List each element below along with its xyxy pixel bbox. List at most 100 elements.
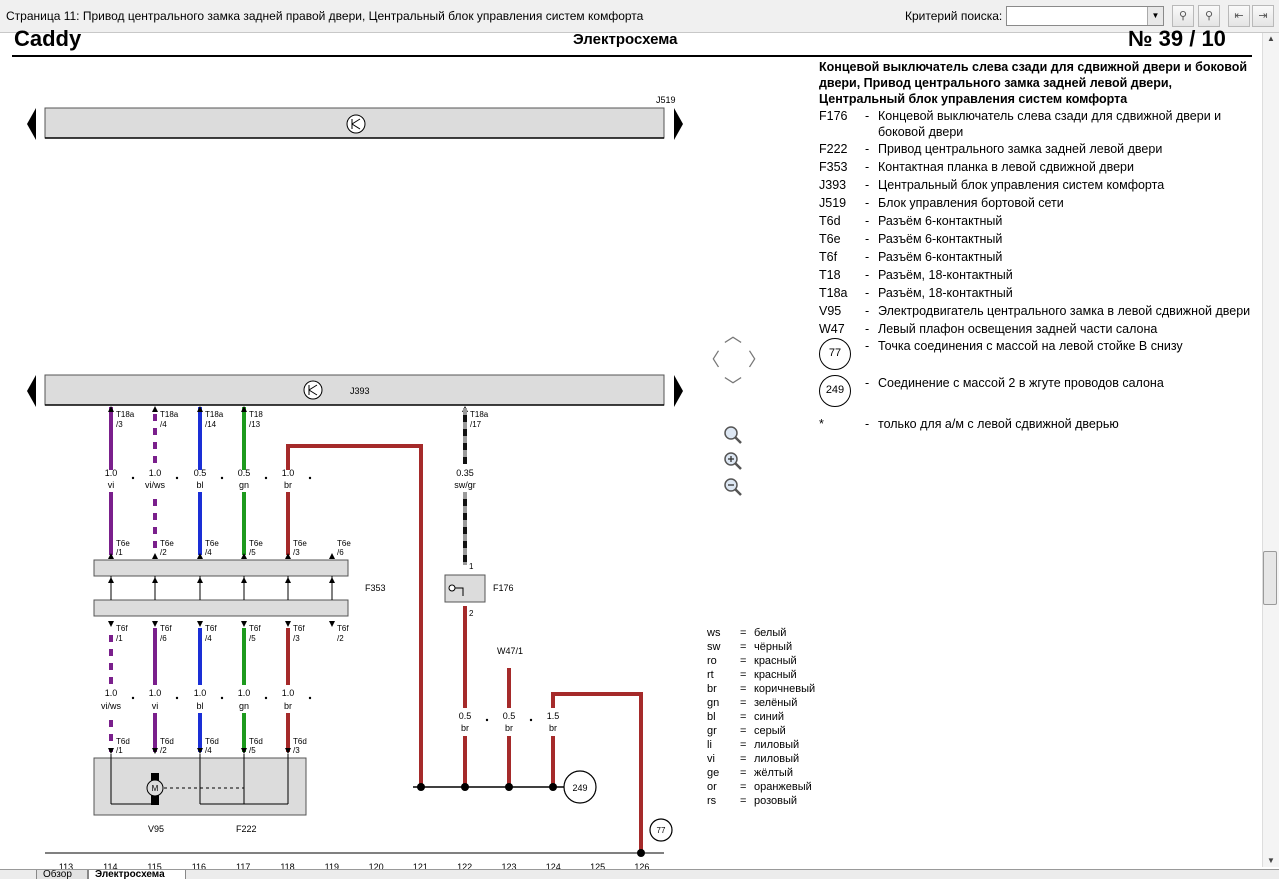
legend-desc: Левый плафон освещения задней части сало… [878,322,1158,336]
connector-label: T6e [116,539,130,548]
legend-code: T6d [819,214,841,228]
search-combobox[interactable]: ▼ [1006,6,1164,26]
component-legend: Концевой выключатель слева сзади для сдв… [819,59,1259,433]
connector-pin: /3 [293,746,300,755]
zoom-icon[interactable] [722,424,744,446]
legend-item: J393-Центральный блок управления систем … [819,177,1259,194]
wire-size: 1.5 [547,711,560,721]
legend-code: J519 [819,196,847,210]
dot [264,696,268,700]
wire-size: 1.0 [282,468,295,478]
dot [308,476,312,480]
pan-down-icon[interactable]: ﹀ [724,376,742,396]
connector-pin: /6 [337,548,344,557]
legend-item: F353-Контактная планка в левой сдвижной … [819,159,1259,176]
track-number: 118 [280,862,294,872]
scroll-down-icon[interactable]: ▼ [1267,856,1275,865]
connector-pin: /4 [205,548,212,557]
pin-arrow [108,748,114,754]
connector-label: T18a [470,410,489,419]
wire-color: br [461,723,469,733]
wire-color: vi/ws [101,701,121,711]
pin-arrow [197,553,203,559]
connector-pin: /3 [293,548,300,557]
pin-arrow [285,553,291,559]
connector-pin: 1 [469,562,474,571]
tab-overview[interactable]: Обзор [36,870,88,879]
find-next-icon[interactable]: ⚲ [1198,5,1220,27]
pin-arrow [241,748,247,754]
legend-item: F222-Привод центрального замка задней ле… [819,141,1259,158]
legend-desc: Точка соединения с массой на левой стойк… [878,339,1183,353]
pan-right-icon[interactable]: 〉 [748,350,766,370]
connector-pin: /6 [160,634,167,643]
legend-item: W47-Левый плафон освещения задней части … [819,321,1259,338]
wire-color: sw/gr [454,480,476,490]
pin-arrow [285,621,291,627]
vertical-scrollbar[interactable] [1262,33,1279,867]
connector-label: T6e [205,539,219,548]
connector-label: T6f [205,624,217,633]
scroll-up-icon[interactable]: ▲ [1267,34,1275,43]
wire-size: 1.0 [238,688,251,698]
pin-arrow [329,553,335,559]
pan-up-icon[interactable]: ︿ [724,326,742,346]
connector-pin: /5 [249,746,256,755]
motor-icon [146,779,164,797]
dot [529,718,533,722]
connector-label: T6e [160,539,174,548]
pan-left-icon[interactable]: 〈 [702,350,720,370]
connector-label: T6d [116,737,130,746]
connector-label: T6e [293,539,307,548]
tab-wiring-diagram[interactable]: Электросхема [88,870,186,879]
chevron-down-icon[interactable]: ▼ [1147,7,1163,25]
pin-arrow [108,577,114,583]
legend-desc: Разъём 6-контактный [878,232,1003,246]
find-previous-icon[interactable]: ⚲ [1172,5,1194,27]
zoom-in-icon[interactable] [722,450,744,472]
color-legend-row: ro=красный [707,655,797,667]
legend-item: J519-Блок управления бортовой сети [819,195,1259,212]
wire-size: 1.0 [105,468,118,478]
j519-label: J519 [656,95,676,105]
page-back-icon[interactable]: ⇤ [1228,5,1250,27]
connector-pin: /5 [249,634,256,643]
pin-arrow [241,621,247,627]
connector-label: T6f [249,624,261,633]
pin-arrow [329,577,335,583]
wire-size: 0.5 [194,468,207,478]
wire-size: 1.0 [149,688,162,698]
wire-color: gn [239,480,249,490]
connector-label: T6e [249,539,263,548]
wire-size: 0.5 [238,468,251,478]
f353-strip-upper [93,559,349,577]
scrollbar-thumb[interactable] [1263,551,1277,605]
track-number: 117 [236,862,250,872]
connector-pin: /2 [160,548,167,557]
ground-point-77 [649,818,673,842]
legend-desc: Центральный блок управления систем комфо… [878,178,1165,192]
legend-ground-item: 249-Соединение с массой 2 в жгуте провод… [819,375,1259,410]
pin-arrow [241,577,247,583]
ground-point-icon: 249 [819,375,851,407]
connector-pin: /1 [116,634,123,643]
junction-dot [549,783,557,791]
legend-desc: Разъём 6-контактный [878,250,1003,264]
f353-strip-lower [93,599,349,617]
page-forward-icon[interactable]: ⇥ [1252,5,1274,27]
ground-point-249 [563,770,597,804]
ground-point-icon: 77 [819,338,851,370]
zoom-out-icon[interactable] [722,476,744,498]
track-number: 124 [546,862,561,872]
scroll-right-arrow [674,375,683,407]
legend-code: T6f [819,250,838,264]
f176-label: F176 [493,583,514,593]
wire-ground-brown [286,444,423,787]
legend-desc: Концевой выключатель слева сзади для сдв… [878,109,1222,139]
dot [220,696,224,700]
connector-label: T6d [205,737,219,746]
connector-label: T6e [337,539,351,548]
j393-label: J393 [350,386,370,396]
legend-item: T6f-Разъём 6-контактный [819,249,1259,266]
track-number: 113 [59,862,73,872]
